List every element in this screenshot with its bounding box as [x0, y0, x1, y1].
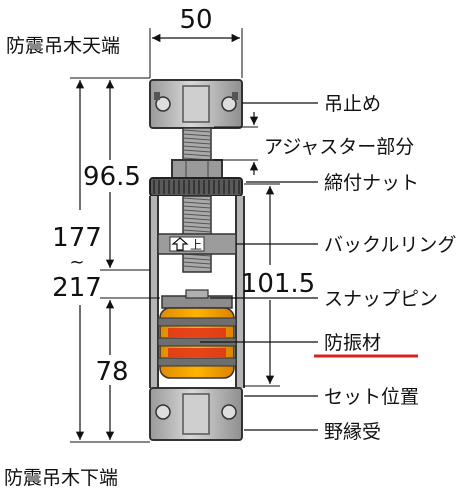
- label-hanger: 吊止め: [324, 93, 381, 115]
- top-hanger-block: [149, 79, 243, 129]
- adjuster-bracket: [214, 112, 259, 175]
- leader-lines: [200, 102, 318, 431]
- buckle-cap: [149, 177, 243, 197]
- dimension-total-min: 177: [52, 223, 102, 253]
- label-bottom-end: 防震吊木下端: [4, 467, 118, 489]
- arrow-up-icon: [171, 237, 189, 251]
- label-lock-nut: 締付ナット: [324, 172, 419, 194]
- label-buckle-ring: バックルリング: [324, 234, 456, 256]
- buckle-ring: 上: [157, 233, 237, 255]
- lock-nut: [171, 159, 223, 179]
- bottom-receiver-block: [149, 387, 243, 441]
- dimension-width-value: 50: [179, 5, 212, 35]
- dimension-width: 50: [149, 5, 243, 78]
- dimension-total: 177 ~ 217: [52, 80, 102, 440]
- label-set-position: セット位置: [324, 386, 419, 408]
- label-damper-material: 防振材: [324, 332, 381, 354]
- label-top-end: 防震吊木天端: [6, 35, 120, 57]
- label-adjuster-part: アジャスター部分: [264, 136, 414, 158]
- damper-material: [157, 307, 237, 379]
- dimension-damper: 78: [95, 297, 160, 440]
- adjuster-bolt: [182, 127, 212, 163]
- dimension-buckle-value: 101.5: [241, 269, 315, 299]
- dimension-adjuster-value: 96.5: [83, 162, 141, 192]
- dimension-tilde: ~: [69, 252, 84, 273]
- label-joist-receiver: 野縁受: [324, 421, 381, 443]
- dimension-total-max: 217: [52, 273, 102, 303]
- label-snap-pin: スナップピン: [324, 288, 438, 310]
- dimension-damper-value: 78: [95, 357, 128, 387]
- dimension-adjuster: 96.5: [83, 80, 150, 271]
- dimension-buckle: 101.5: [241, 183, 315, 387]
- ring-mark: 上: [190, 238, 202, 252]
